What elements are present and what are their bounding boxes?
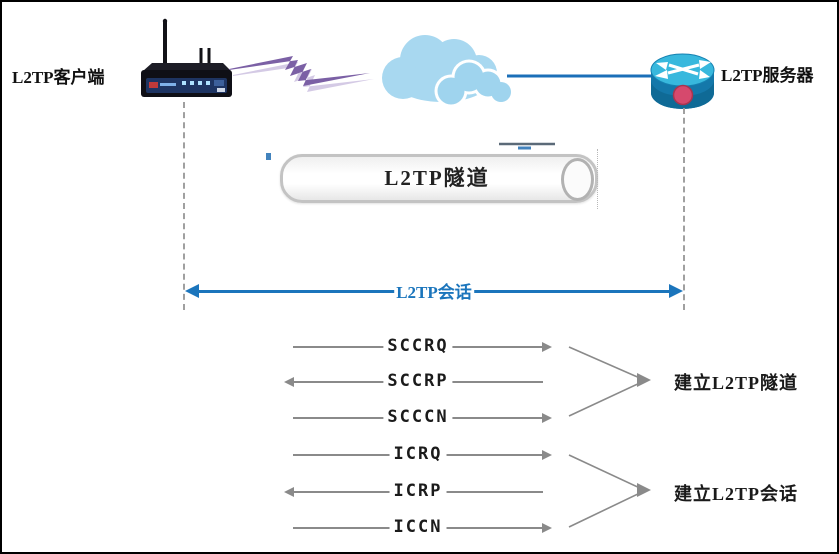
render-artifact [266, 142, 555, 160]
server-lifeline [683, 108, 685, 310]
message-label-sccrp: SCCRP [383, 370, 453, 391]
router-status-dot [672, 84, 694, 106]
client-label: L2TP客户端 [12, 68, 105, 87]
message-label-iccn: ICCN [389, 516, 447, 537]
annotation-establish-session: 建立L2TP会话 [674, 484, 799, 504]
client-lifeline [183, 102, 185, 310]
message-label-icrq: ICRQ [389, 443, 447, 464]
client-router-icon [141, 18, 232, 97]
tunnel-group-arrowhead [637, 373, 651, 387]
message-arrow-sccrp: SCCRP [284, 370, 543, 391]
server-label: L2TP服务器 [721, 66, 814, 85]
message-arrow-scccn: SCCCN [293, 406, 552, 427]
render-artifact [597, 149, 598, 209]
message-arrow-sccrq: SCCRQ [293, 335, 552, 356]
session-group-arrowhead [637, 483, 651, 497]
session-group-brace [568, 454, 643, 528]
lightning-bolt-icon [229, 56, 374, 92]
tunnel-pipe [280, 154, 598, 203]
message-arrow-icrq: ICRQ [293, 443, 552, 464]
session-span-arrow: L2TP会话 [185, 278, 683, 303]
server-router-icon [650, 53, 715, 109]
message-label-icrp: ICRP [389, 480, 447, 501]
message-arrow-iccn: ICCN [293, 516, 552, 537]
cloud-icon [382, 35, 514, 108]
tunnel-pipe-opening [561, 158, 594, 201]
session-label: L2TP会话 [394, 278, 474, 303]
message-label-sccrq: SCCRQ [383, 335, 453, 356]
message-arrow-icrp: ICRP [284, 480, 543, 501]
tunnel-group-brace [568, 346, 643, 417]
tunnel-label: L2TP隧道 [384, 166, 490, 190]
annotation-establish-tunnel: 建立L2TP隧道 [674, 373, 799, 393]
message-label-scccn: SCCCN [383, 406, 453, 427]
